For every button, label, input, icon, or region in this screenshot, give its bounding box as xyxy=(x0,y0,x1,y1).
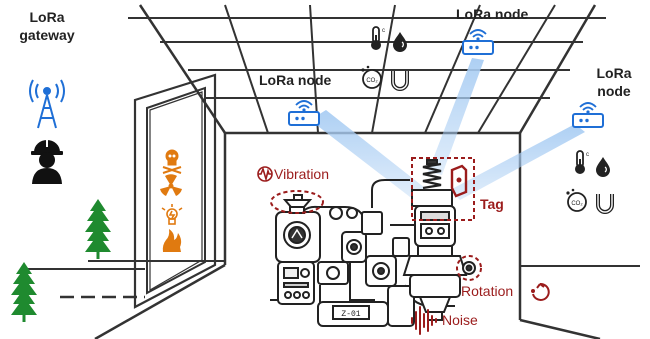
antenna-tower-icon xyxy=(29,79,65,129)
vibration-highlight xyxy=(270,190,324,214)
lora-node-label-right-line2: node xyxy=(597,83,631,99)
gateway-label: LoRa gateway xyxy=(0,8,94,44)
machine-plate-text: Z-01 xyxy=(341,310,360,319)
router-icon xyxy=(572,102,604,128)
fire-hazard-icon xyxy=(162,229,182,252)
tag-label: Tag xyxy=(480,196,504,212)
vibration-label: Vibration xyxy=(274,166,330,182)
thermometer-icon xyxy=(574,150,590,175)
electric-hazard-icon xyxy=(161,204,183,225)
co2-sensor-icon xyxy=(565,187,587,212)
noise-label: Noise xyxy=(442,312,478,328)
ceiling-grid xyxy=(128,4,606,134)
lora-node-label-right-line1: LoRa xyxy=(596,65,632,81)
rotation-label: Rotation xyxy=(461,283,514,299)
tag-icon xyxy=(450,164,468,198)
skull-hazard-icon xyxy=(162,149,182,174)
tag-highlight xyxy=(411,157,475,221)
tree-icon xyxy=(85,219,111,259)
signal-beams xyxy=(310,58,585,200)
worker-icon xyxy=(31,139,63,184)
droplet-icon xyxy=(392,31,408,53)
lora-node-label-left: LoRa node xyxy=(259,72,332,88)
magnet-icon xyxy=(596,192,614,214)
noise-icon xyxy=(411,306,437,335)
industrial-machine: Z-01 xyxy=(270,159,476,327)
gateway-label-line1: LoRa xyxy=(29,9,65,25)
lora-node-label-top: LoRa node xyxy=(456,6,529,22)
sensor-highlights xyxy=(270,157,482,281)
magnet-icon xyxy=(391,69,409,91)
rotation-highlight xyxy=(456,255,482,281)
tree-icon xyxy=(11,282,37,322)
droplet-icon xyxy=(595,156,611,178)
radiation-hazard-icon xyxy=(160,174,182,196)
lora-node-label-right: LoRa node xyxy=(584,64,644,100)
rotation-icon xyxy=(531,282,550,301)
gateway-label-line2: gateway xyxy=(19,27,75,43)
router-icon xyxy=(288,100,320,126)
thermometer-icon xyxy=(370,26,386,51)
vibration-icon xyxy=(257,166,273,183)
